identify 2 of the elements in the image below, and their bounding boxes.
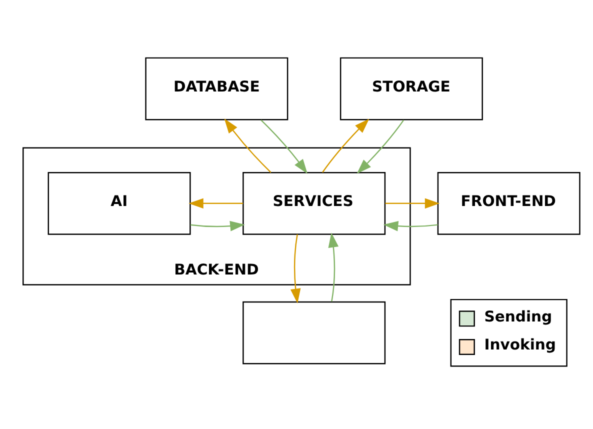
legend-label: Sending [484,308,552,326]
legend-label: Invoking [484,336,556,354]
